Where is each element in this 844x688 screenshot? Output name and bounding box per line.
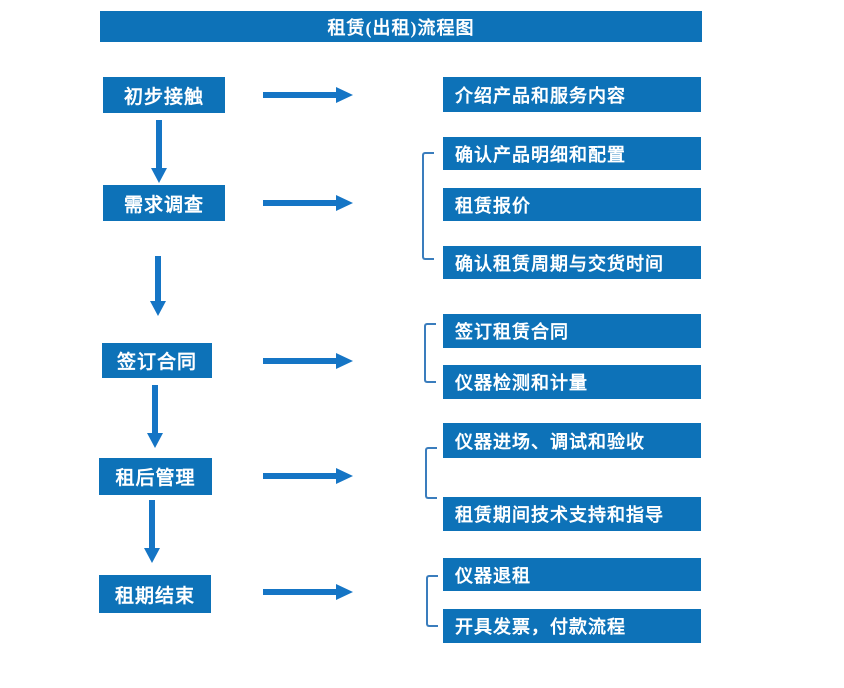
arrow-right-icon bbox=[263, 584, 353, 600]
arrow-right-icon bbox=[263, 195, 353, 211]
step-box-post-rental-management: 租后管理 bbox=[99, 458, 212, 495]
arrow-right-icon bbox=[263, 353, 353, 369]
step-box-demand-survey: 需求调查 bbox=[103, 185, 225, 221]
group-bracket bbox=[422, 152, 434, 260]
arrow-right-icon bbox=[263, 468, 353, 484]
step-box-rental-end: 租期结束 bbox=[99, 575, 211, 613]
detail-box-invoice-payment: 开具发票，付款流程 bbox=[443, 609, 701, 643]
detail-box-confirm-rental-period: 确认租赁周期与交货时间 bbox=[443, 246, 701, 279]
group-bracket bbox=[425, 447, 437, 499]
detail-box-sign-rental-contract: 签订租赁合同 bbox=[443, 314, 701, 348]
detail-box-technical-support: 租赁期间技术支持和指导 bbox=[443, 497, 701, 531]
detail-box-introduce-products: 介绍产品和服务内容 bbox=[443, 77, 701, 112]
detail-box-rental-quote: 租赁报价 bbox=[443, 188, 701, 221]
arrow-down-icon bbox=[144, 500, 160, 563]
arrow-down-icon bbox=[147, 385, 163, 448]
detail-box-instrument-arrival: 仪器进场、调试和验收 bbox=[443, 423, 701, 458]
group-bracket bbox=[426, 575, 438, 627]
detail-box-instrument-testing: 仪器检测和计量 bbox=[443, 365, 701, 399]
detail-box-instrument-return: 仪器退租 bbox=[443, 558, 701, 591]
arrow-down-icon bbox=[151, 120, 167, 183]
step-box-sign-contract: 签订合同 bbox=[102, 343, 212, 378]
flowchart-title: 租赁(出租)流程图 bbox=[100, 11, 702, 42]
detail-box-confirm-product-details: 确认产品明细和配置 bbox=[443, 137, 701, 170]
arrow-right-icon bbox=[263, 87, 353, 103]
step-box-initial-contact: 初步接触 bbox=[103, 77, 225, 113]
arrow-down-icon bbox=[150, 256, 166, 316]
group-bracket bbox=[424, 323, 436, 383]
